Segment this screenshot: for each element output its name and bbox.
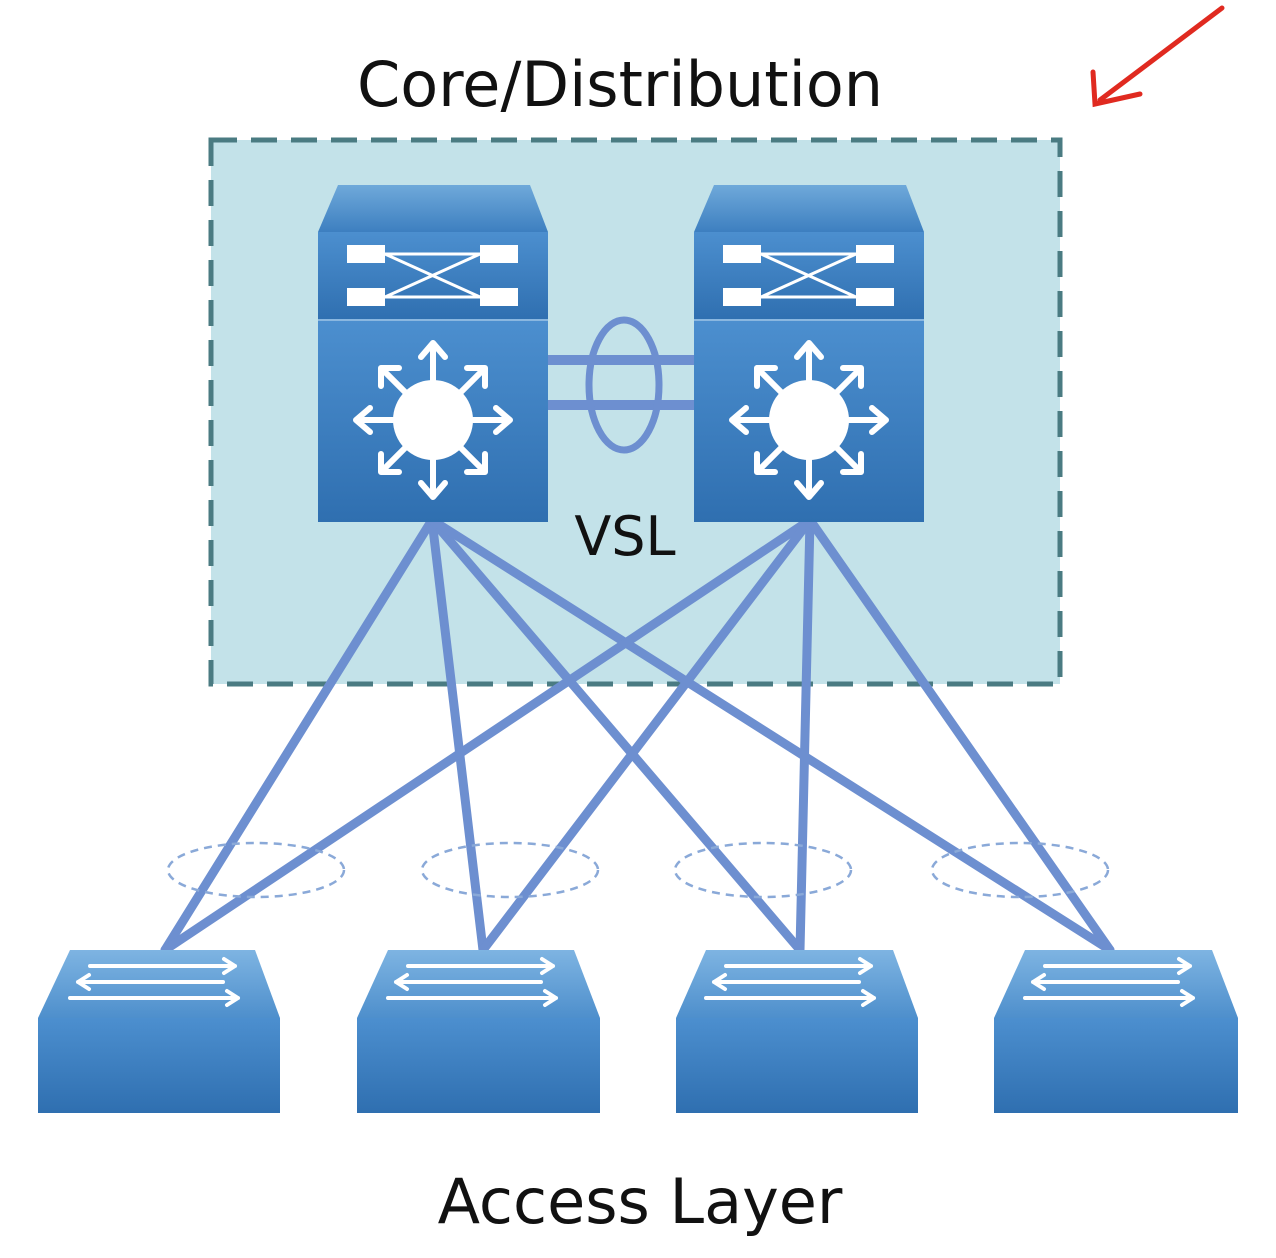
uplinks <box>160 515 1115 955</box>
core-switch-2[interactable] <box>694 185 924 522</box>
link-core2-access1 <box>160 515 815 955</box>
vsl-label: VSL <box>574 505 676 568</box>
red-arrow-icon <box>1090 5 1225 108</box>
etherchannel-ellipses <box>166 841 1110 899</box>
access-switch-3[interactable] <box>676 950 918 1113</box>
link-core1-access4 <box>427 515 1115 955</box>
access-switch-4[interactable] <box>994 950 1238 1113</box>
access-switch-2[interactable] <box>357 950 600 1113</box>
router-arrows-icon <box>353 340 513 500</box>
access-layer-label: Access Layer <box>437 1165 843 1238</box>
switch-arrows-icon <box>386 957 558 1007</box>
link-core1-access2 <box>427 515 488 955</box>
access-switch-1[interactable] <box>38 950 280 1113</box>
switch-arrows-icon <box>1023 957 1195 1007</box>
core-switch-1[interactable] <box>318 185 548 522</box>
link-core1-access1 <box>160 515 437 955</box>
etherchannel-ellipse-icon <box>166 841 346 899</box>
etherchannel-ellipse-icon <box>420 841 600 899</box>
router-arrows-icon <box>729 340 889 500</box>
switch-arrows-icon <box>68 957 240 1007</box>
vsl-link <box>545 316 700 454</box>
core-distribution-label: Core/Distribution <box>356 48 884 121</box>
crossbar-icon <box>347 245 518 306</box>
link-core2-access3 <box>795 515 815 955</box>
etherchannel-ellipse-icon <box>930 841 1110 899</box>
crossbar-icon <box>723 245 894 306</box>
etherchannel-ellipse-icon <box>673 841 853 899</box>
vsl-bundle-ellipse-icon <box>585 316 663 454</box>
switch-arrows-icon <box>704 957 876 1007</box>
link-core2-access2 <box>478 515 815 955</box>
link-core1-access3 <box>427 515 805 955</box>
link-core2-access4 <box>805 515 1115 955</box>
